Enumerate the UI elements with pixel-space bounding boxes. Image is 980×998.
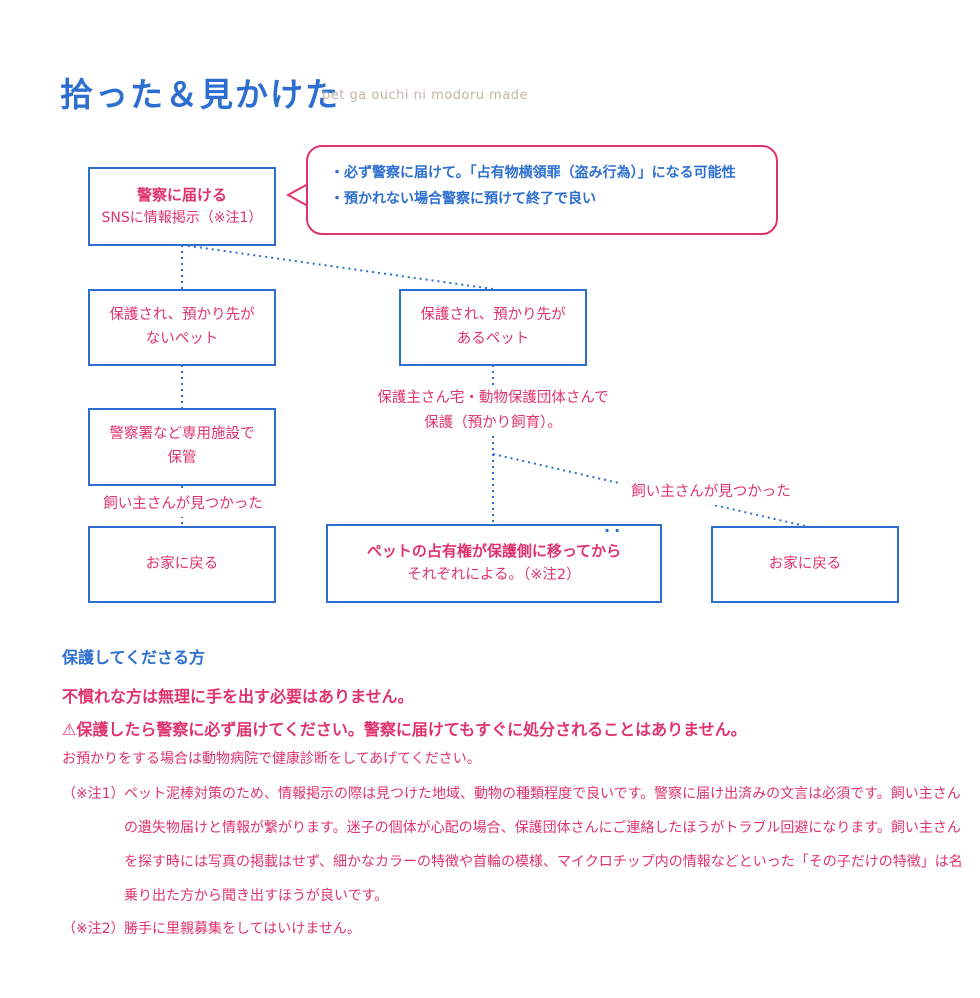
home-left-label: お家に戻る	[145, 555, 219, 572]
note-2-tag: （※注2）	[62, 921, 125, 937]
foster-care-label: 保護主さん宅・動物保護団体さんで 保護（預かり飼育）。	[356, 386, 630, 436]
foster-box: 保護され、預かり先が あるペット	[399, 289, 587, 366]
no-foster-box: 保護され、預かり先が ないペット	[88, 289, 276, 366]
home-right-box: お家に戻る	[711, 526, 899, 603]
home-left-box: お家に戻る	[88, 526, 276, 603]
foster-care-line-1: 保護主さん宅・動物保護団体さんで	[377, 390, 609, 406]
police-box: 警察に届ける SNSに情報掲示（※注1）	[88, 167, 276, 246]
ownership-line-2: それぞれによる。（※注2）	[407, 566, 581, 583]
page-title: 拾った＆見かけた	[60, 75, 340, 114]
foster-line-2: あるペット	[456, 330, 530, 347]
station-line-1: 警察署など専用施設で	[109, 426, 255, 443]
police-box-sub: SNSに情報掲示（※注1）	[101, 210, 263, 227]
ownership-box: ペットの占有権が保護側に移ってから それぞれによる。（※注2）	[326, 524, 662, 603]
owner-found-left-label: 飼い主さんが見つかった	[94, 492, 272, 517]
no-foster-line-1: 保護され、預かり先が	[109, 306, 255, 323]
note-1-tag: （※注1）	[62, 786, 125, 802]
callout-tail	[286, 183, 308, 207]
advice-paragraph-1: 不慣れな方は無理に手を出す必要はありません。	[62, 687, 414, 706]
advice-paragraph-2: ⚠保護したら警察に必ず届けてください。警察に届けてもすぐに処分されることはありま…	[62, 720, 747, 739]
owner-found-right-label: 飼い主さんが見つかった	[618, 480, 804, 505]
foster-care-line-2: 保護（預かり飼育）。	[424, 414, 562, 431]
warning-callout: ・必ず警察に届けて。「占有物横領罪（盗み行為）」になる可能性 ・預かれない場合警…	[306, 145, 778, 235]
note-1-body: ペット泥棒対策のため、情報掲示の際は見つけた地域、動物の種類程度で良いです。警察…	[124, 786, 963, 904]
station-line-2: 保管	[167, 450, 197, 466]
home-right-label: お家に戻る	[768, 555, 842, 572]
connector-police-to-foster	[181, 244, 494, 290]
note-1: （※注1） ペット泥棒対策のため、情報掲示の際は見つけた地域、動物の種類程度で良…	[62, 777, 972, 913]
ownership-line-1: ペットの占有権が保護側に移ってから	[366, 542, 622, 561]
page-subtitle: pet ga ouchi ni modoru made	[322, 88, 529, 103]
emphasis-dots: ··	[604, 521, 625, 540]
no-foster-line-2: ないペット	[145, 330, 219, 347]
callout-line-2: ・預かれない場合警察に預けて終了で良い	[330, 190, 596, 207]
police-box-title: 警察に届ける	[136, 185, 227, 204]
callout-line-1: ・必ず警察に届けて。「占有物横領罪（盗み行為）」になる可能性	[330, 165, 736, 181]
note-2-body: 勝手に里親募集をしてはいけません。	[124, 921, 361, 937]
section-heading: 保護してくださる方	[62, 648, 206, 667]
note-2: （※注2） 勝手に里親募集をしてはいけません。	[62, 912, 972, 946]
foster-line-1: 保護され、預かり先が	[420, 306, 566, 323]
station-box: 警察署など専用施設で 保管	[88, 408, 276, 486]
advice-paragraph-3: お預かりをする場合は動物病院で健康診断をしてあげてください。	[62, 751, 481, 767]
